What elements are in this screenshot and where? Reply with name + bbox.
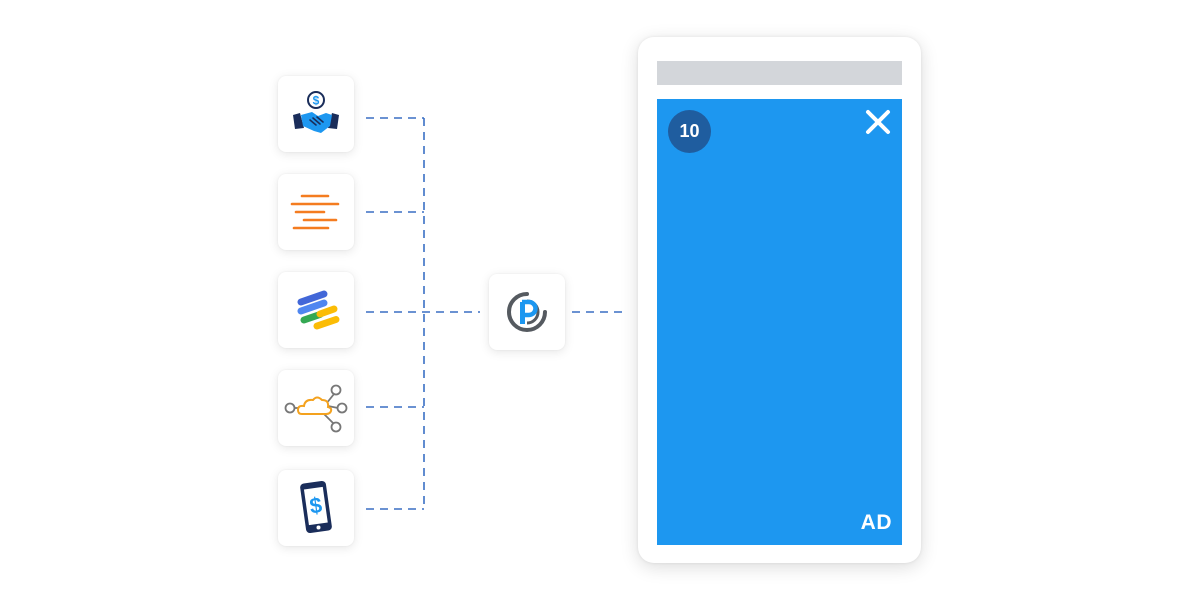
ad-label: AD	[860, 511, 892, 534]
orange-lines-icon	[290, 194, 340, 230]
svg-text:$: $	[308, 492, 324, 518]
colored-stripes-icon	[297, 290, 340, 330]
interstitial-ad[interactable]: 10 AD	[657, 99, 902, 545]
handshake-dollar-icon: $	[293, 91, 339, 133]
close-icon[interactable]	[863, 107, 893, 137]
source-tile-deals: $	[278, 76, 354, 152]
platform-p-logo-icon	[507, 292, 547, 332]
hub-platform	[489, 274, 565, 350]
source-tile-lines	[278, 174, 354, 250]
cloud-network-icon	[284, 384, 348, 433]
source-tile-cloud	[278, 370, 354, 446]
phone-screen: 10 AD	[638, 37, 921, 563]
source-tile-ad-manager	[278, 272, 354, 348]
source-tile-in-app-purchase: $	[278, 470, 354, 546]
address-bar	[657, 61, 902, 85]
phone-dollar-icon: $	[300, 480, 332, 534]
svg-text:$: $	[313, 94, 320, 108]
countdown-badge: 10	[668, 110, 711, 153]
